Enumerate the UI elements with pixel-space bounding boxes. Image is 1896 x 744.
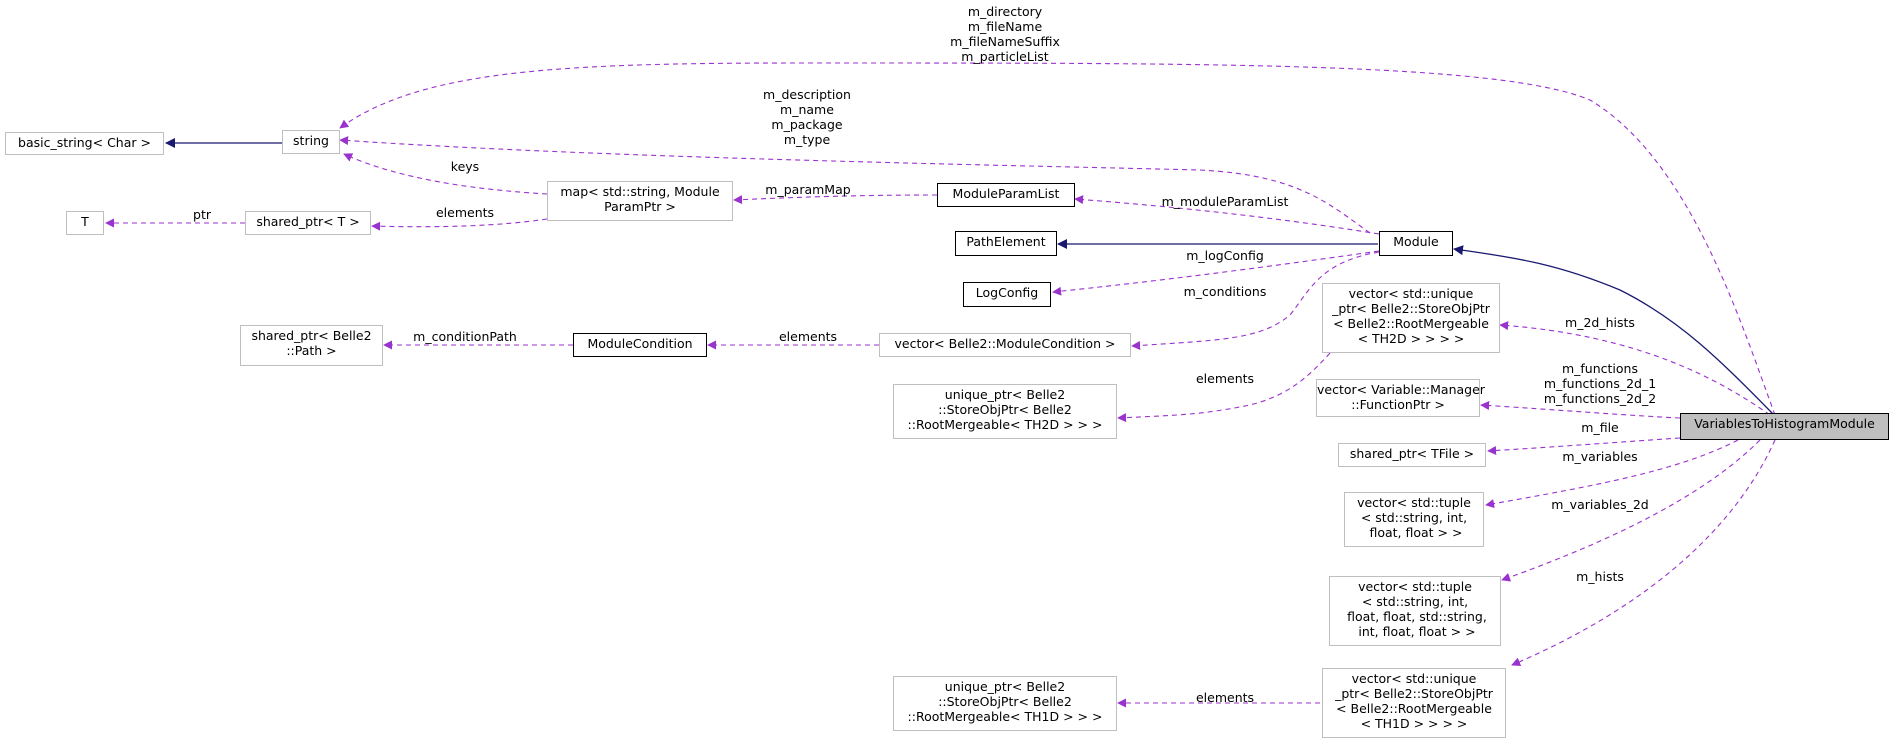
- edge-module-string: [339, 136, 1371, 234]
- label-variables-2d: m_variables_2d: [1551, 497, 1649, 512]
- label-variables: m_variables: [1562, 449, 1638, 464]
- edge-map-string: [343, 153, 548, 195]
- node-path-element[interactable]: PathElement: [955, 231, 1057, 256]
- edge-vthm-tfile: [1487, 437, 1681, 455]
- edge-vthm-module: [1453, 245, 1775, 416]
- node-vector-module-condition[interactable]: vector< Belle2::ModuleCondition >: [879, 333, 1131, 357]
- node-module-param-list[interactable]: ModuleParamList: [937, 183, 1075, 207]
- edge-vthm-vtuple: [1485, 439, 1739, 509]
- node-module[interactable]: Module: [1379, 231, 1453, 256]
- label-condition-path: m_conditionPath: [413, 329, 517, 344]
- label-elements-th1d: elements: [1195, 690, 1255, 705]
- node-unique-ptr-th1d[interactable]: unique_ptr< Belle2 ::StoreObjPtr< Belle2…: [893, 676, 1117, 731]
- node-vector-th1d[interactable]: vector< std::unique _ptr< Belle2::StoreO…: [1322, 668, 1506, 738]
- label-elements-map: elements: [435, 205, 495, 220]
- edge-module-vmc: [1131, 251, 1380, 350]
- label-param-map: m_paramMap: [765, 182, 851, 197]
- edge-mpl-map: [733, 194, 938, 205]
- node-shared-ptr-t[interactable]: shared_ptr< T >: [245, 211, 371, 235]
- node-string[interactable]: string: [282, 130, 340, 154]
- edge-vthm-vtuple2d: [1501, 439, 1761, 582]
- label-file: m_file: [1581, 420, 1619, 435]
- edge-module-logconfig: [1052, 250, 1380, 296]
- node-vector-function-ptr[interactable]: vector< Variable::Manager ::FunctionPtr …: [1316, 379, 1485, 417]
- label-log-config: m_logConfig: [1186, 248, 1264, 263]
- label-elements-th2d: elements: [1195, 371, 1255, 386]
- node-log-config[interactable]: LogConfig: [963, 282, 1051, 307]
- node-t[interactable]: T: [66, 211, 104, 235]
- edge-vth2d-uth2d: [1117, 352, 1331, 423]
- edge-module-mpl: [1074, 195, 1380, 235]
- node-map[interactable]: map< std::string, Module ParamPtr >: [547, 181, 733, 221]
- label-hists-2d: m_2d_hists: [1565, 315, 1635, 330]
- node-unique-ptr-th2d[interactable]: unique_ptr< Belle2 ::StoreObjPtr< Belle2…: [893, 384, 1117, 439]
- node-vector-tuple-2d[interactable]: vector< std::tuple < std::string, int, f…: [1329, 576, 1501, 646]
- label-module-param-list: m_moduleParamList: [1161, 194, 1289, 209]
- edge-vthm-vth2d: [1499, 321, 1771, 416]
- node-module-condition[interactable]: ModuleCondition: [573, 333, 707, 357]
- node-shared-ptr-tfile[interactable]: shared_ptr< TFile >: [1338, 443, 1486, 467]
- label-ptr: ptr: [193, 207, 211, 222]
- node-vector-tuple[interactable]: vector< std::tuple < std::string, int, f…: [1344, 492, 1484, 547]
- label-elements-condition: elements: [778, 329, 838, 344]
- label-string-members-top: m_directory m_fileName m_fileNameSuffix …: [950, 4, 1060, 64]
- node-variables-to-histogram-module[interactable]: VariablesToHistogramModule: [1680, 413, 1889, 440]
- node-shared-ptr-path[interactable]: shared_ptr< Belle2 ::Path >: [240, 325, 383, 366]
- edge-map-shared-ptr-t: [371, 218, 548, 231]
- label-keys: keys: [450, 159, 480, 174]
- label-conditions: m_conditions: [1183, 284, 1267, 299]
- label-hists: m_hists: [1576, 569, 1624, 584]
- edge-vthm-string: [339, 62, 1776, 416]
- label-functions: m_functions m_functions_2d_1 m_functions…: [1543, 361, 1657, 406]
- node-vector-th2d[interactable]: vector< std::unique _ptr< Belle2::StoreO…: [1322, 283, 1500, 353]
- label-string-members-module: m_description m_name m_package m_type: [763, 87, 851, 147]
- node-basic-string[interactable]: basic_string< Char >: [5, 132, 164, 155]
- edge-vthm-vfp: [1480, 401, 1681, 419]
